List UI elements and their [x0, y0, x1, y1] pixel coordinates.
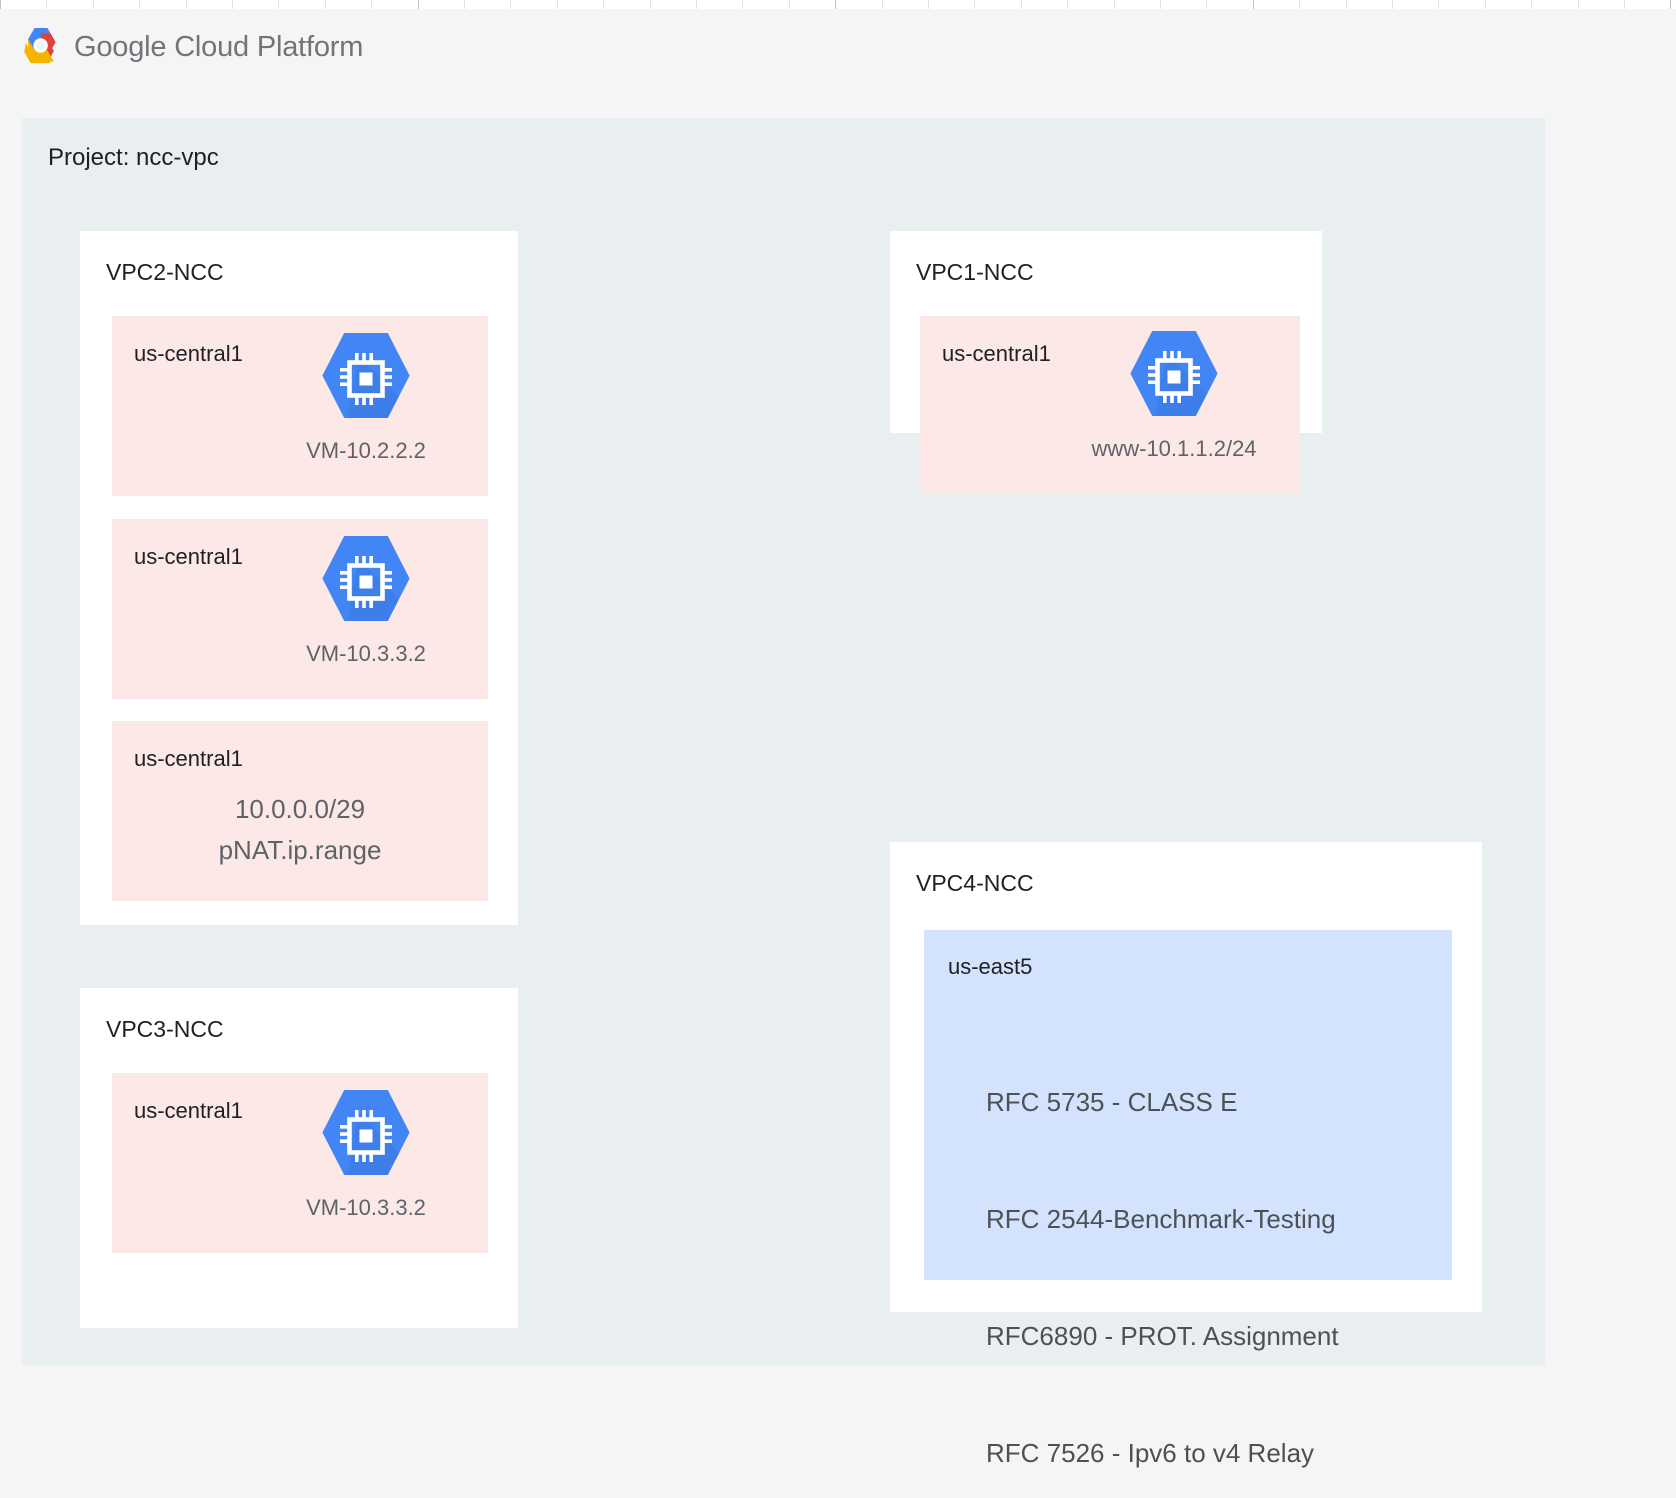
- ruler-tick: [1485, 0, 1486, 9]
- ruler-tick: [139, 0, 140, 9]
- ruler-tick: [1160, 0, 1161, 9]
- ruler-tick: [835, 0, 836, 9]
- pnat-range-line1: 10.0.0.0/29: [234, 794, 366, 824]
- vpc-card-vpc3[interactable]: VPC3-NCC us-central1 VM-10: [80, 988, 518, 1328]
- ruler-tick: [1299, 0, 1300, 9]
- compute-vm-icon: [322, 536, 410, 621]
- ruler-tick: [1253, 0, 1254, 9]
- ruler-tick: [789, 0, 790, 9]
- subnet-region-label: us-central1: [942, 341, 1051, 366]
- ruler-tick: [278, 0, 279, 9]
- brand-word-google: Google: [74, 30, 167, 63]
- ruler-tick: [418, 0, 419, 9]
- ruler-tick: [93, 0, 94, 9]
- ruler-tick: [1392, 0, 1393, 9]
- ruler-tick: [882, 0, 883, 9]
- ruler-tick: [0, 0, 1, 9]
- subnet-region-label: us-central1: [134, 544, 243, 569]
- rfc-list: RFC 5735 - CLASS E RFC 2544-Benchmark-Te…: [986, 1005, 1339, 1498]
- vm-caption: www-10.1.1.2/24: [1091, 436, 1257, 461]
- ruler-tick: [603, 0, 604, 9]
- gcp-brand-header: Google Cloud Platform: [22, 26, 363, 68]
- ruler-tick: [1067, 0, 1068, 9]
- rfc-list-item: RFC 7526 - Ipv6 to v4 Relay: [986, 1438, 1315, 1468]
- subnet-vpc2-sub2[interactable]: us-central1 VM-10.3.3.2: [112, 519, 488, 699]
- ruler-tick: [371, 0, 372, 9]
- brand-wordmark: Google Cloud Platform: [74, 30, 364, 63]
- ruler-tick: [696, 0, 697, 9]
- vpc-card-vpc2[interactable]: VPC2-NCC us-central1: [80, 231, 518, 925]
- ruler-tick: [1346, 0, 1347, 9]
- ruler-tick: [186, 0, 187, 9]
- compute-vm-icon: [322, 1090, 410, 1175]
- ruler-tick: [1670, 0, 1671, 9]
- subnet-vpc4-sub1[interactable]: us-east5 RFC 5735 - CLASS E RFC 2544-Ben…: [924, 930, 1452, 1468]
- vpc-title-vpc2: VPC2-NCC: [106, 259, 224, 285]
- subnet-region-label: us-central1: [134, 1098, 243, 1123]
- ruler-tick: [1578, 0, 1579, 9]
- compute-vm-icon: [322, 333, 410, 418]
- ruler-tick: [1531, 0, 1532, 9]
- gcp-hexagon-logo-icon: [24, 28, 56, 64]
- ruler-tick: [325, 0, 326, 9]
- rfc-list-item: RFC6890 - PROT. Assignment: [986, 1321, 1339, 1351]
- ruler-tick: [1021, 0, 1022, 9]
- rfc-list-item: RFC 5735 - CLASS E: [986, 1087, 1238, 1117]
- subnet-vpc2-sub1[interactable]: us-central1 VM-10.2.2.2: [112, 316, 488, 496]
- ruler-tick: [742, 0, 743, 9]
- ruler-tick: [1438, 0, 1439, 9]
- subnet-region-label: us-east5: [948, 954, 1033, 979]
- subnet-vpc1-sub1[interactable]: us-central1 www-10.1.1.2/24: [920, 316, 1300, 494]
- vm-caption: VM-10.3.3.2: [306, 1195, 426, 1220]
- vm-caption: VM-10.2.2.2: [306, 438, 426, 463]
- pnat-range-line2: pNAT.ip.range: [218, 835, 382, 865]
- subnet-vpc2-sub3[interactable]: us-central1 10.0.0.0/29 pNAT.ip.range: [112, 721, 488, 901]
- ruler-tick: [510, 0, 511, 9]
- ruler-tick: [232, 0, 233, 9]
- vpc-title-vpc3: VPC3-NCC: [106, 1016, 224, 1042]
- project-title: Project: ncc-vpc: [48, 144, 219, 171]
- project-panel: Project: ncc-vpc VPC2-NCC us-central1: [22, 118, 1545, 1468]
- subnet-vpc3-sub1[interactable]: us-central1 VM-10.3.3.2: [112, 1073, 488, 1253]
- brand-word-cloud-platform: Cloud Platform: [174, 30, 364, 63]
- vpc-card-vpc1[interactable]: VPC1-NCC us-central1 www-1: [890, 231, 1322, 494]
- vpc-title-vpc1: VPC1-NCC: [916, 259, 1034, 285]
- compute-vm-icon: [1130, 331, 1218, 416]
- rfc-list-item: RFC 2544-Benchmark-Testing: [986, 1204, 1336, 1234]
- ruler-tick: [1114, 0, 1115, 9]
- subnet-region-label: us-central1: [134, 341, 243, 366]
- ruler-tick: [557, 0, 558, 9]
- ruler-tick: [928, 0, 929, 9]
- vm-caption: VM-10.3.3.2: [306, 641, 426, 666]
- ruler-tick: [46, 0, 47, 9]
- ruler-strip: [0, 0, 1676, 9]
- ruler-tick: [464, 0, 465, 9]
- ruler-tick: [650, 0, 651, 9]
- subnet-region-label: us-central1: [134, 746, 243, 771]
- vpc-card-vpc4[interactable]: VPC4-NCC us-east5 RFC 5735 - CLASS E RFC…: [890, 842, 1482, 1468]
- ruler-tick: [974, 0, 975, 9]
- ruler-tick: [1206, 0, 1207, 9]
- ruler-tick: [1624, 0, 1625, 9]
- vpc-title-vpc4: VPC4-NCC: [916, 870, 1034, 896]
